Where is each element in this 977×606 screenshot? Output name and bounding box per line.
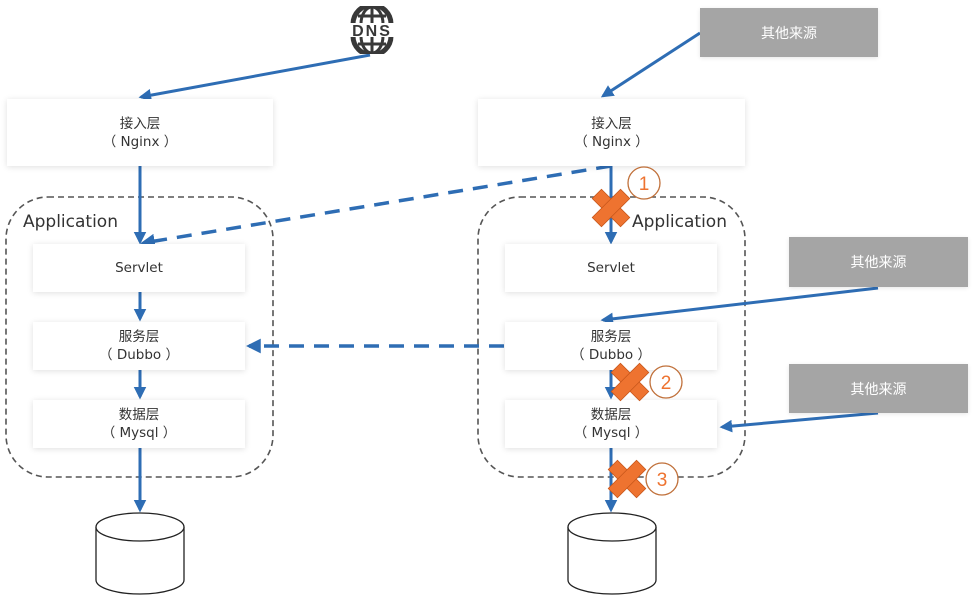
right-servlet-box[interactable]: Servlet	[505, 244, 717, 292]
left-access-layer-subtitle: （ Nginx ）	[102, 133, 178, 150]
cut-mark-3: 3	[607, 459, 679, 499]
left-application-label: Application	[21, 212, 120, 232]
right-servlet-title: Servlet	[587, 260, 635, 276]
cut-number-3: 3	[657, 470, 668, 491]
left-access-layer-title: 接入层	[119, 115, 161, 132]
left-data-layer-box[interactable]: 数据层 （ Mysql ）	[33, 400, 245, 448]
cut-number-circle	[649, 365, 683, 399]
cut-number-1: 1	[639, 174, 650, 195]
other-source-label: 其他来源	[850, 255, 907, 271]
other-source-box-1[interactable]: 其他来源	[700, 8, 878, 57]
dns-text: DNS	[352, 23, 392, 40]
right-service-layer-title: 服务层	[590, 329, 632, 345]
left-database-icon	[95, 512, 185, 595]
cross-icon	[610, 362, 650, 402]
other-source-label: 其他来源	[850, 381, 907, 398]
other-source-label: 其他来源	[761, 25, 817, 42]
right-access-layer-box[interactable]: 接入层 （ Nginx ）	[478, 99, 745, 166]
left-service-layer-subtitle: （ Dubbo ）	[99, 347, 179, 363]
right-application-label: Application	[630, 212, 729, 232]
dashed-arrow-right-nginx-to-left-servlet	[140, 164, 612, 249]
left-data-layer-title: 数据层	[118, 407, 160, 423]
left-service-layer-title: 服务层	[118, 329, 160, 345]
cut-number-circle	[645, 462, 679, 496]
right-data-layer-subtitle: （ Mysql ）	[573, 425, 649, 441]
cross-icon	[591, 188, 631, 228]
arrow-source-to-right-dubbo	[600, 286, 879, 326]
arrow-dns-to-left-nginx	[138, 53, 371, 102]
right-database-icon	[567, 512, 657, 595]
right-access-layer-subtitle: （ Nginx ）	[574, 133, 649, 150]
left-data-layer-subtitle: （ Mysql ）	[101, 425, 177, 441]
cut-mark-1: 1	[591, 166, 661, 228]
dns-globe-icon: DNS	[345, 6, 399, 54]
right-data-layer-title: 数据层	[590, 407, 632, 423]
arrow-source-to-right-mysql	[719, 411, 879, 433]
right-access-layer-title: 接入层	[591, 115, 632, 132]
left-servlet-title: Servlet	[115, 260, 163, 276]
right-service-layer-box[interactable]: 服务层 （ Dubbo ）	[505, 322, 717, 370]
right-data-layer-box[interactable]: 数据层 （ Mysql ）	[505, 400, 717, 448]
cut-number-2: 2	[661, 373, 672, 394]
other-source-box-3[interactable]: 其他来源	[789, 364, 968, 413]
arrow-source-to-right-nginx	[600, 31, 701, 98]
left-access-layer-box[interactable]: 接入层 （ Nginx ）	[7, 99, 273, 166]
left-servlet-box[interactable]: Servlet	[33, 244, 245, 292]
left-service-layer-box[interactable]: 服务层 （ Dubbo ）	[33, 322, 245, 370]
cut-number-circle	[627, 166, 661, 200]
right-service-layer-subtitle: （ Dubbo ）	[571, 347, 651, 363]
cut-mark-2: 2	[610, 362, 683, 402]
other-source-box-2[interactable]: 其他来源	[789, 237, 968, 287]
cross-icon	[607, 459, 647, 499]
